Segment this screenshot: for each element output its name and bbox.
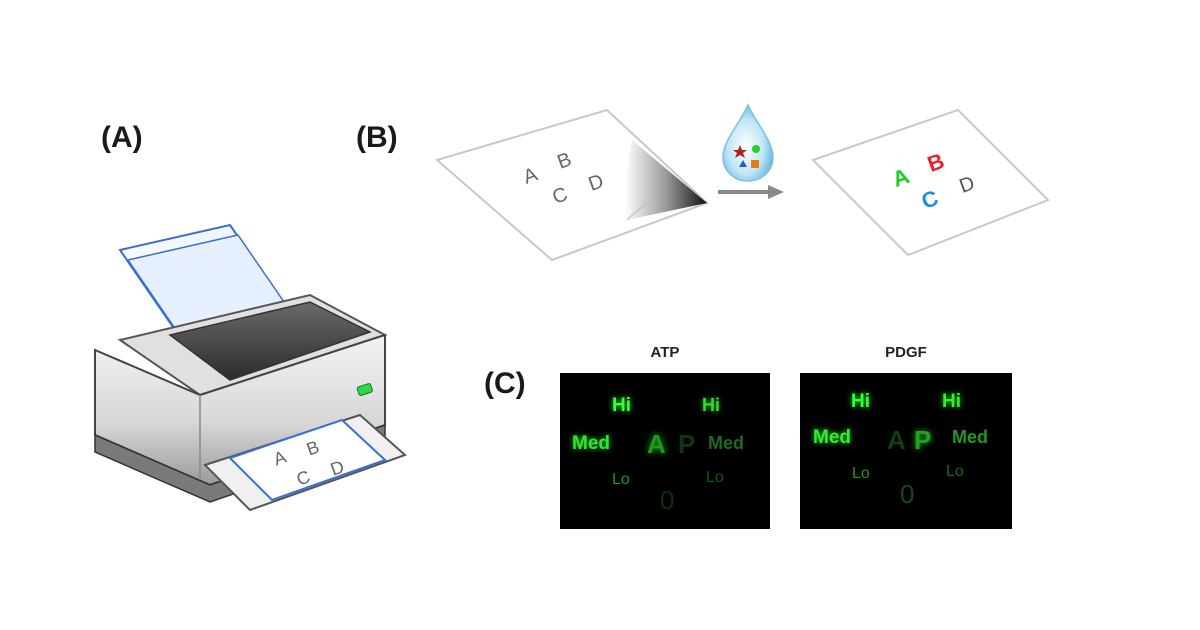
pdgf-fluorescence-image: Hi Hi Med A P Med Lo Lo 0 <box>800 373 1012 529</box>
atp-title: ATP <box>650 344 680 361</box>
printed-sheet-peeling <box>434 108 709 262</box>
arrow-icon <box>718 185 784 199</box>
atp-med-right: Med <box>708 433 744 453</box>
droplet-icon <box>722 103 774 182</box>
atp-zero: 0 <box>660 485 675 515</box>
pdgf-med-right: Med <box>952 427 988 447</box>
pdgf-title: PDGF <box>885 344 927 361</box>
atp-center-p: P <box>678 429 696 459</box>
atp-hi-left: Hi <box>612 395 631 416</box>
pdgf-zero: 0 <box>900 479 915 509</box>
pdgf-hi-right: Hi <box>942 391 961 412</box>
pdgf-center-a: A <box>887 425 906 455</box>
atp-lo-right: Lo <box>706 469 724 486</box>
atp-med-left: Med <box>572 433 610 454</box>
pdgf-lo-right: Lo <box>946 463 964 480</box>
printer-icon <box>94 223 407 512</box>
atp-center-a: A <box>647 429 666 459</box>
pdgf-med-left: Med <box>813 427 851 448</box>
atp-fluorescence-image: Hi Hi Med A P Med Lo Lo 0 <box>560 373 770 529</box>
pdgf-center-p: P <box>914 425 932 455</box>
pdgf-lo-left: Lo <box>852 465 870 482</box>
atp-hi-right: Hi <box>702 395 720 415</box>
pdgf-hi-left: Hi <box>851 391 870 412</box>
result-sheet <box>811 108 1050 257</box>
panel-label-c: (C) <box>484 367 526 400</box>
atp-lo-left: Lo <box>612 471 630 488</box>
panel-label-a: (A) <box>101 121 143 154</box>
panel-label-b: (B) <box>356 121 398 154</box>
